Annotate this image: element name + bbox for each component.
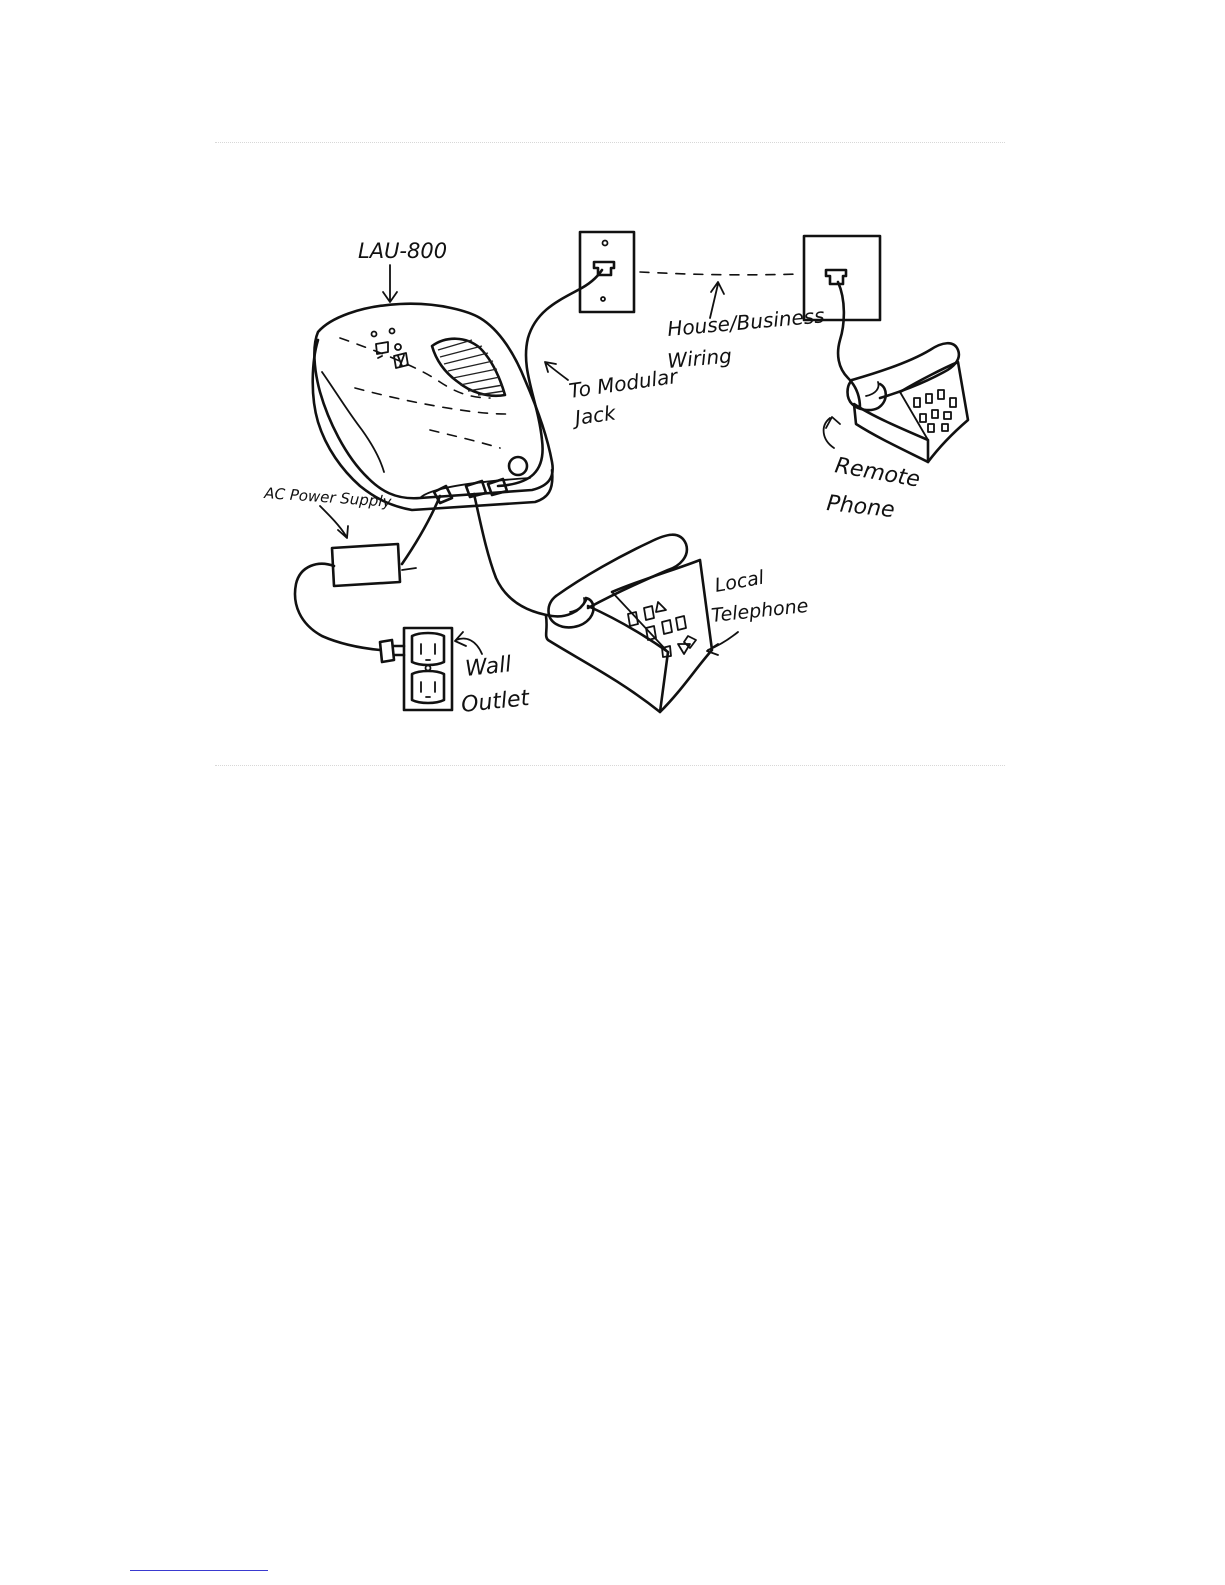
power-cord-lower — [295, 564, 380, 650]
wall-outlet-label-line2: Outlet — [460, 686, 532, 718]
remote-phone-label-line1: Remote — [833, 453, 922, 493]
modular-jack-arrow — [545, 362, 568, 380]
wall-outlet-arrow — [455, 632, 482, 654]
power-supply-brick — [332, 544, 400, 586]
local-phone-cord — [474, 494, 586, 616]
remote-phone-label-line2: Phone — [825, 491, 895, 523]
wall-outlet — [404, 628, 452, 710]
lau-800-device — [313, 304, 553, 510]
house-wiring-label-line2: Wiring — [666, 343, 732, 373]
local-wall-jack — [580, 232, 634, 312]
footer-rule — [130, 1570, 268, 1571]
house-wiring-label-line1: House/Business — [666, 303, 825, 341]
power-plug — [380, 640, 404, 662]
modular-jack-label-line1: To Modular — [567, 364, 680, 403]
power-supply-arrow — [320, 506, 348, 538]
local-telephone — [546, 535, 712, 712]
remote-phone-cord — [838, 282, 860, 408]
remote-phone-arrow — [824, 417, 840, 448]
house-wiring-line — [640, 272, 800, 275]
device-label: LAU-800 — [358, 239, 447, 263]
remote-phone — [848, 343, 969, 462]
wall-outlet-label-line1: Wall — [464, 652, 513, 682]
power-supply-label: AC Power Supply — [263, 484, 393, 511]
local-phone-label-line1: Local — [713, 567, 766, 597]
modular-jack-label-line2: Jack — [569, 400, 618, 430]
local-phone-label-line2: Telephone — [710, 595, 809, 627]
power-cord-upper — [402, 496, 440, 564]
device-label-arrow — [383, 265, 397, 302]
